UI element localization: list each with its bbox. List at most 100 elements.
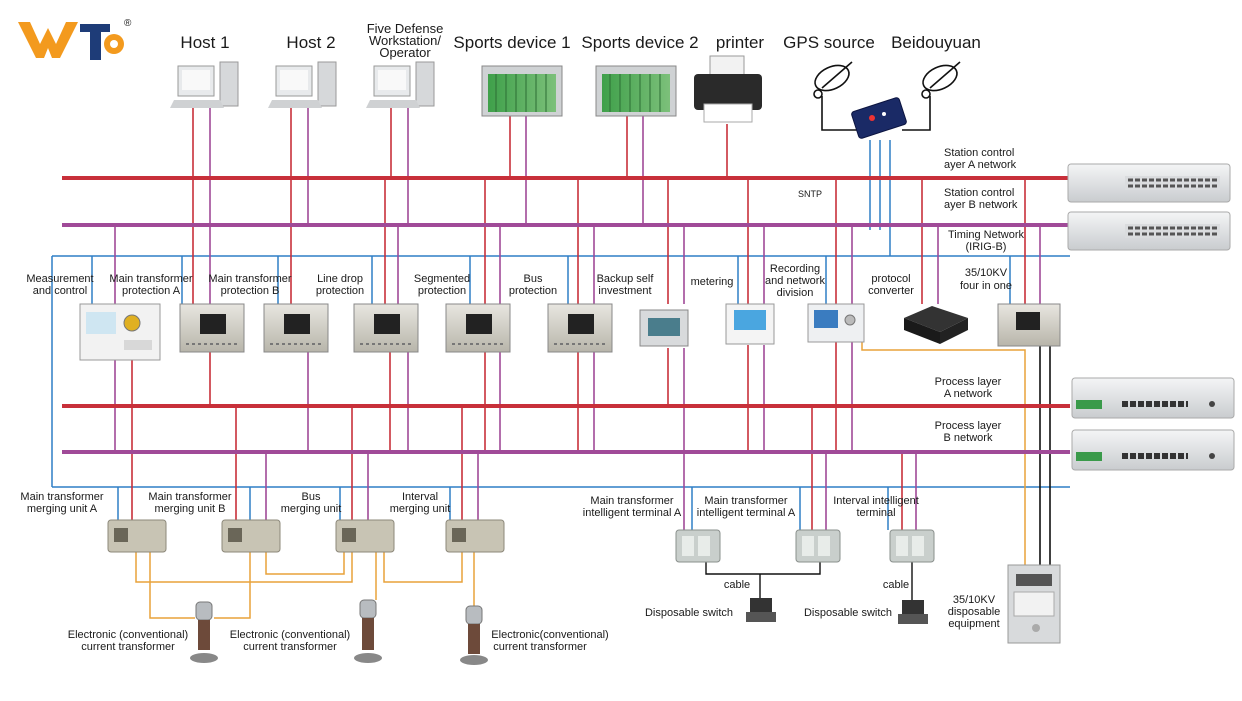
bay-devices xyxy=(79,303,1061,361)
timing-network-line2: (IRIG-B) xyxy=(966,241,1007,253)
protocol-converter-icon xyxy=(904,306,968,344)
sports-device-1-label: Sports device 1 xyxy=(453,33,570,52)
disposable-equipment-line2: disposable xyxy=(948,606,1001,618)
backup-auto-switch-icon xyxy=(639,309,689,347)
terminal-2-label-line2: intelligent terminal A xyxy=(697,507,796,519)
current-transformer-icon xyxy=(460,605,488,665)
merging-unit-b-label-line2: merging unit B xyxy=(155,503,226,515)
terminal-1-label-line1: Main transformer xyxy=(590,495,673,507)
recording-label-line1: Recording xyxy=(770,263,820,275)
sntp-label: SNTP xyxy=(798,189,822,199)
segmented-protection-label-line1: Segmented xyxy=(414,273,470,285)
time-sync-clock-icon xyxy=(851,97,907,139)
protection-relay-icon xyxy=(263,303,329,353)
merging-unit-icon xyxy=(221,519,281,553)
main-transformer-protection-a-label-line1: Main transformer xyxy=(109,273,192,285)
current-transformer-icon xyxy=(190,601,218,663)
bus-merging-unit-label-line1: Bus xyxy=(302,491,321,503)
process-devices xyxy=(107,519,1061,665)
registered-mark: ® xyxy=(124,18,132,29)
rack-icon xyxy=(481,65,563,117)
disposable-switch-label-1: Disposable switch xyxy=(645,607,733,619)
switch-icon xyxy=(1071,429,1235,471)
main-transformer-protection-b-label-line2: protection B xyxy=(221,285,280,297)
intelligent-terminal-icon xyxy=(889,529,935,563)
bus-protection-label-line1: Bus xyxy=(524,273,543,285)
labels: Host 1 Host 2 Five Defense Workstation/ … xyxy=(20,21,1024,653)
disposable-switch-label-2: Disposable switch xyxy=(804,607,892,619)
protection-relay-icon xyxy=(547,303,613,353)
line-drop-protection-label-line1: Line drop xyxy=(317,273,363,285)
switch-icon xyxy=(1071,377,1235,419)
measurement-control-label-line1: Measurement xyxy=(26,273,93,285)
line-drop-protection-label-line2: protection xyxy=(316,285,364,297)
interval-merging-unit-label-line1: Interval xyxy=(402,491,438,503)
terminal-3-label-line1: Interval intelligent xyxy=(833,495,919,507)
intelligent-terminal-icon xyxy=(675,529,721,563)
station-b-network-line2: ayer B network xyxy=(944,199,1018,211)
five-defense-label-line3: Operator xyxy=(379,45,431,60)
station-a-network-line1: Station control xyxy=(944,147,1014,159)
gps-source-label: GPS source xyxy=(783,33,875,52)
measurement-control-unit-icon xyxy=(79,303,161,361)
protection-relay-icon xyxy=(353,303,419,353)
backup-self-investment-label-line2: investment xyxy=(598,285,651,297)
ct-3-label-line1: Electronic(conventional) xyxy=(491,629,608,641)
segmented-protection-label-line2: protection xyxy=(418,285,466,297)
cable-label-2: cable xyxy=(883,579,909,591)
protection-relay-icon xyxy=(179,303,245,353)
circuit-breaker-icon xyxy=(746,598,776,622)
computer-icon xyxy=(170,61,239,108)
switchgear-cabinet-icon xyxy=(1007,564,1061,644)
ct-1-label-line2: current transformer xyxy=(81,641,175,653)
ct-2-label-line2: current transformer xyxy=(243,641,337,653)
interval-merging-unit-label-line2: merging unit xyxy=(390,503,451,515)
terminal-1-label-line2: intelligent terminal A xyxy=(583,507,682,519)
beidouyuan-label: Beidouyuan xyxy=(891,33,981,52)
ct-2-label-line1: Electronic (conventional) xyxy=(230,629,350,641)
computer-icon xyxy=(366,61,435,108)
protocol-converter-label-line2: converter xyxy=(868,285,914,297)
satellite-antenna-icon xyxy=(921,61,961,99)
host-2-label: Host 2 xyxy=(286,33,335,52)
main-transformer-protection-a-label-line2: protection A xyxy=(122,285,181,297)
network-buses xyxy=(62,176,1070,454)
process-b-network-line1: Process layer xyxy=(935,420,1002,432)
current-transformer-icon xyxy=(354,599,382,663)
recording-label-line2: and network xyxy=(765,275,825,287)
ct-3-label-line2: current transformer xyxy=(493,641,587,653)
process-b-network-line2: B network xyxy=(944,432,993,444)
rack-icon xyxy=(595,65,677,117)
connection-wires xyxy=(51,96,1070,619)
station-b-network-line1: Station control xyxy=(944,187,1014,199)
switch-icon xyxy=(1067,211,1231,251)
metering-label: metering xyxy=(691,276,734,288)
host-1-label: Host 1 xyxy=(180,33,229,52)
bus-merging-unit-label-line2: merging unit xyxy=(281,503,342,515)
measurement-control-label-line2: and control xyxy=(33,285,87,297)
terminal-2-label-line1: Main transformer xyxy=(704,495,787,507)
meter-icon xyxy=(725,303,775,345)
satellite-antenna-icon xyxy=(813,61,853,99)
station-devices xyxy=(170,55,961,139)
fault-recorder-icon xyxy=(807,303,865,343)
recording-label-line3: division xyxy=(777,287,814,299)
merging-unit-a-label-line2: merging unit A xyxy=(27,503,98,515)
bus-protection-label-line2: protection xyxy=(509,285,557,297)
merging-unit-a-label-line1: Main transformer xyxy=(20,491,103,503)
station-a-network-line2: ayer A network xyxy=(944,159,1017,171)
ct-1-label-line1: Electronic (conventional) xyxy=(68,629,188,641)
merging-unit-icon xyxy=(445,519,505,553)
merging-unit-b-label-line1: Main transformer xyxy=(148,491,231,503)
merging-unit-icon xyxy=(335,519,395,553)
printer-icon xyxy=(694,55,762,123)
disposable-equipment-line3: equipment xyxy=(948,618,999,630)
protection-relay-icon xyxy=(445,303,511,353)
circuit-breaker-icon xyxy=(898,600,928,624)
wt-logo: ® xyxy=(16,14,140,64)
disposable-equipment-line1: 35/10KV xyxy=(953,594,996,606)
terminal-3-label-line2: terminal xyxy=(856,507,895,519)
intelligent-terminal-icon xyxy=(795,529,841,563)
computer-icon xyxy=(268,61,337,108)
